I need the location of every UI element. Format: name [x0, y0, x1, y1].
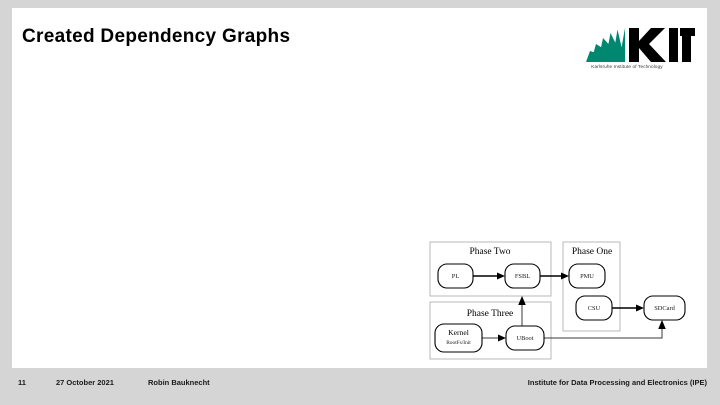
svg-text:PL: PL [452, 273, 460, 280]
svg-text:RootFs/Init: RootFs/Init [446, 340, 471, 346]
footer-institute: Institute for Data Processing and Electr… [527, 378, 707, 387]
edge-kernel-to-uboot [482, 334, 506, 342]
svg-text:SDCard: SDCard [654, 305, 675, 312]
cluster-label-phase-three: Phase Three [467, 309, 514, 319]
footer-date: 27 October 2021 [56, 378, 114, 387]
edge-uboot-to-sdcard [544, 320, 666, 339]
footer-author: Robin Bauknecht [148, 378, 210, 387]
edge-fsbl-to-pmu [540, 272, 569, 280]
svg-text:FSBL: FSBL [515, 273, 530, 280]
edge-pl-to-fsbl [473, 272, 505, 280]
cluster-label-phase-one: Phase One [572, 247, 612, 257]
svg-text:PMU: PMU [580, 273, 594, 280]
kit-subtitle: Karlsruhe Institute of Technology [591, 64, 663, 69]
svg-text:UBoot: UBoot [516, 335, 533, 342]
slide-canvas: Created Dependency Graphs [12, 8, 707, 368]
page-title: Created Dependency Graphs [22, 26, 291, 47]
node-fsbl: FSBL [504, 263, 541, 289]
svg-text:CSU: CSU [588, 305, 601, 312]
footer-left-group: 11 27 October 2021 Robin Bauknecht [18, 378, 210, 387]
node-csu: CSU [575, 295, 613, 321]
edge-csu-to-sdcard [612, 304, 644, 312]
kit-logo: Karlsruhe Institute of Technology [577, 22, 695, 70]
svg-text:Kernel: Kernel [448, 328, 469, 337]
dependency-graph: Phase Two Phase One Phase Three [416, 230, 716, 370]
cluster-label-phase-two: Phase Two [469, 247, 510, 257]
kit-wordmark [629, 28, 695, 62]
node-kernel: Kernel RootFs/Init [434, 323, 483, 353]
node-pmu: PMU [568, 263, 606, 289]
slide-footer: 11 27 October 2021 Robin Bauknecht Insti… [0, 378, 720, 392]
footer-page-number: 11 [18, 378, 26, 387]
node-uboot: UBoot [505, 325, 545, 351]
node-pl: PL [437, 263, 474, 289]
kit-fan-rays [586, 28, 625, 62]
node-sdcard: SDCard [643, 295, 686, 321]
